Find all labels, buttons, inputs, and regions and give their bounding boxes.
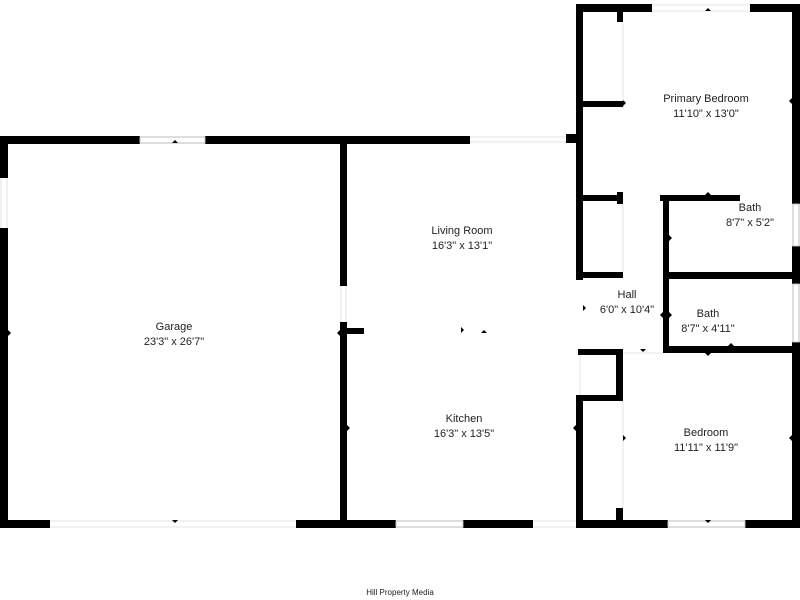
wall [205, 136, 342, 144]
room-name: Primary Bedroom [663, 93, 749, 105]
room-dimensions: 16'3" x 13'5" [433, 428, 495, 440]
room-bath-lower: Bath 8'7" x 4'11" [681, 307, 734, 337]
marker [705, 8, 711, 11]
wall [792, 342, 800, 528]
marker [727, 272, 733, 275]
wall [580, 101, 623, 107]
marker [337, 330, 340, 336]
room-dimensions: 11'10" x 13'0" [673, 108, 739, 120]
wall [663, 272, 798, 279]
room-garage: Garage 23'3" x 26'7" [144, 320, 204, 350]
wall [578, 349, 622, 355]
room-dimensions: 11'11" x 11'9" [674, 442, 738, 454]
windows [139, 136, 800, 528]
room-primary-bedroom: Primary Bedroom 11'10" x 13'0" [663, 92, 749, 122]
room-bath-upper: Bath 8'7" x 5'2" [726, 201, 774, 231]
room-dimensions: 23'3" x 26'7" [143, 336, 205, 348]
wall [340, 322, 347, 528]
wall [792, 246, 800, 284]
room-bedroom: Bedroom 11'11" x 11'9" [674, 426, 738, 456]
wall [0, 136, 140, 144]
marker [573, 425, 576, 431]
room-dimensions: 6'0" x 10'4" [599, 304, 655, 316]
wall [576, 4, 583, 280]
marker [728, 343, 734, 346]
wall [660, 195, 740, 201]
room-hall: Hall 6'0" x 10'4" [600, 288, 654, 318]
credit-text: Hill Property Media [366, 588, 434, 597]
marker [172, 520, 178, 523]
marker [583, 305, 586, 311]
wall [792, 4, 800, 204]
wall [463, 520, 533, 528]
marker [669, 312, 672, 318]
wall [340, 136, 347, 286]
room-living-room: Living Room 16'3" x 13'1" [431, 224, 492, 254]
room-name: Living Room [431, 225, 493, 237]
room-name: Garage [155, 321, 193, 333]
marker [481, 520, 487, 523]
marker [789, 435, 792, 441]
wall [617, 192, 623, 204]
marker [623, 100, 626, 106]
marker [727, 276, 733, 279]
marker [640, 349, 646, 352]
room-name: Bedroom [683, 427, 729, 439]
room-dimensions: 16'3" x 13'1" [431, 240, 493, 252]
room-name: Bath [738, 202, 762, 214]
marker [623, 435, 626, 441]
marker [669, 235, 672, 241]
marker [8, 330, 11, 336]
marker [789, 98, 792, 104]
marker [172, 140, 178, 143]
wall [0, 136, 8, 178]
room-dimensions: 8'7" x 5'2" [725, 217, 775, 229]
wall [750, 4, 798, 12]
wall [745, 520, 800, 528]
wall [342, 136, 470, 144]
window [395, 520, 464, 528]
room-name: Bath [696, 308, 720, 320]
room-dimensions: 8'7" x 4'11" [681, 323, 735, 335]
wall [340, 328, 364, 334]
wall [663, 346, 798, 353]
wall [576, 395, 583, 528]
wall [580, 395, 623, 401]
wall [580, 272, 623, 278]
marker [705, 520, 711, 523]
markers [8, 8, 792, 523]
marker [481, 330, 487, 333]
wall [0, 520, 50, 528]
window [792, 283, 800, 343]
wall [616, 508, 623, 528]
window [139, 136, 206, 144]
marker [347, 425, 350, 431]
wall [616, 349, 623, 401]
marker [461, 327, 464, 333]
room-kitchen: Kitchen 16'3" x 13'5" [434, 412, 494, 442]
room-name: Hall [617, 289, 637, 301]
wall [566, 134, 578, 143]
marker [705, 192, 711, 195]
wall [580, 195, 623, 201]
room-name: Kitchen [445, 413, 483, 425]
window [667, 520, 746, 528]
wall [617, 8, 623, 22]
marker [660, 312, 663, 318]
wall [0, 228, 8, 528]
window [792, 203, 800, 247]
openings [0, 4, 750, 528]
wall [576, 4, 652, 12]
marker [705, 353, 711, 356]
walls [0, 4, 800, 528]
marker [462, 140, 468, 143]
